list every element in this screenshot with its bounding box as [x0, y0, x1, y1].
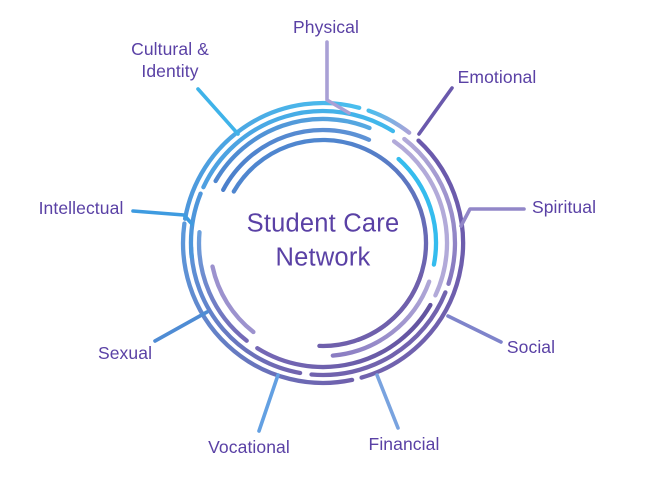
- ring-arc-segment: [330, 279, 432, 358]
- center-title-line-2: Network: [275, 243, 371, 271]
- ring-arc-segment: [201, 108, 396, 190]
- dimension-label-vocational: Vocational: [208, 437, 290, 458]
- dimension-label-sexual: Sexual: [97, 343, 153, 364]
- dimension-label-social: Social: [506, 337, 556, 358]
- dimension-label-spiritual: Spiritual: [531, 197, 597, 218]
- ring-arc-segment: [188, 245, 303, 376]
- dimension-label-physical: Physical: [293, 17, 359, 38]
- ring-arc-segment: [255, 302, 433, 370]
- dimension-label-cultural-identity: Cultural & Identity: [131, 39, 209, 81]
- ring-arc-segment: [402, 136, 458, 286]
- ring-arc-segment: [396, 156, 439, 267]
- ring-arc-segment: [356, 272, 424, 342]
- dimension-label-intellectual: Intellectual: [38, 198, 124, 219]
- connector-intellectual-line: [131, 209, 194, 226]
- connector-sexual-line: [153, 310, 209, 343]
- ring-arcs: [180, 100, 466, 386]
- ring-arc-segment: [213, 116, 372, 184]
- ring-arc-segment: [359, 138, 466, 380]
- connector-vocational-line: [257, 373, 280, 433]
- ring-arc-segment: [180, 221, 355, 386]
- ring-arc-segment: [366, 108, 412, 135]
- connector-physical-line: [325, 40, 351, 115]
- ring-arc-segment: [309, 290, 448, 378]
- center-title-line-1: Student Care: [246, 209, 400, 238]
- connector-financial-line: [375, 373, 400, 430]
- ring-arc-segment: [196, 230, 249, 343]
- ring-arc-segment: [221, 127, 372, 193]
- connector-social-line: [446, 314, 503, 344]
- ring-arc-segment: [210, 264, 256, 335]
- dimension-label-financial: Financial: [368, 434, 440, 455]
- center-title: Student Care Network: [247, 207, 400, 274]
- connector-emotional-line: [417, 86, 454, 136]
- connector-cultural-identity-line: [196, 87, 240, 136]
- connector-spiritual-line: [459, 207, 526, 228]
- ring-arc-segment: [391, 139, 450, 298]
- ring-arc-segment: [182, 100, 362, 221]
- label-connectors: [131, 40, 526, 433]
- dimension-label-emotional: Emotional: [457, 67, 537, 88]
